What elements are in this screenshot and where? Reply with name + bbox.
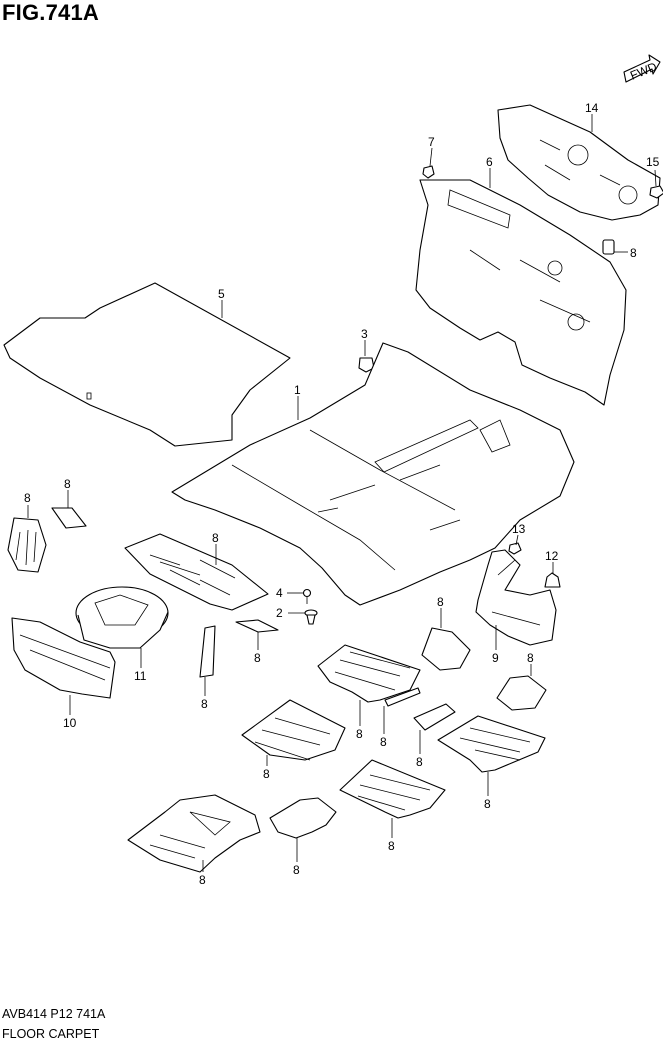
- part-clip-3: [358, 357, 375, 373]
- part-clip-15: [649, 185, 663, 199]
- part-side-insulator: [475, 549, 557, 646]
- part-pad-8-l: [269, 797, 337, 839]
- part-pad-8-k: [127, 794, 261, 873]
- callout-9: 9: [492, 651, 499, 665]
- callout-15: 15: [646, 155, 660, 169]
- callout-4: 4: [276, 586, 283, 600]
- part-spare-tire-insert: [75, 586, 169, 649]
- callout-8-b: 8: [64, 477, 71, 491]
- part-pad-8-e: [421, 627, 471, 671]
- callout-8-d: 8: [201, 697, 208, 711]
- callout-13: 13: [512, 522, 526, 536]
- part-fastener-2: [304, 609, 318, 625]
- part-pad-8-b: [51, 507, 87, 529]
- callout-8-k: 8: [199, 873, 206, 887]
- part-pad-8-dash: [602, 239, 615, 255]
- callout-8-i: 8: [484, 797, 491, 811]
- callout-1: 1: [294, 383, 301, 397]
- callout-14: 14: [585, 101, 599, 115]
- footer-code: AVB414 P12 741A: [2, 1007, 106, 1021]
- part-pad-8-g: [496, 675, 547, 711]
- callout-8-strip: 8: [254, 651, 261, 665]
- part-cap-12: [544, 572, 561, 588]
- part-pad-8-f: [317, 644, 421, 703]
- part-dash-silencer-upper: [497, 104, 661, 221]
- part-floor-carpet: [171, 342, 575, 606]
- callout-8-h: 8: [263, 767, 270, 781]
- footer-name: FLOOR CARPET: [2, 1027, 100, 1041]
- fwd-arrow-badge: FWD: [623, 54, 661, 83]
- callout-12: 12: [545, 549, 559, 563]
- callout-8-l: 8: [293, 863, 300, 877]
- callout-8-c: 8: [212, 531, 219, 545]
- callout-labels: 14 7 6 15 8 5 3 1 8 8 8 13 12 4 2 8 11 9…: [24, 101, 660, 887]
- callout-8-strip-b: 8: [380, 735, 387, 749]
- part-pad-8-d: [199, 625, 216, 678]
- part-side-tray: [11, 617, 116, 699]
- callout-2: 2: [276, 606, 283, 620]
- part-pad-8-i: [437, 715, 546, 773]
- callout-11: 11: [134, 669, 147, 683]
- part-pad-8-a: [7, 517, 47, 573]
- figure-title: FIG.741A: [2, 0, 99, 25]
- part-strip-8-a: [235, 619, 279, 633]
- part-dash-panel-silencer: [415, 179, 627, 406]
- callout-8-e: 8: [437, 595, 444, 609]
- callout-8-a: 8: [24, 491, 31, 505]
- callout-8-j: 8: [388, 839, 395, 853]
- callout-6: 6: [486, 155, 493, 169]
- callout-3: 3: [361, 327, 368, 341]
- part-screw-4: [302, 588, 312, 604]
- part-clip-13: [508, 542, 522, 555]
- part-pad-8-j: [339, 759, 446, 819]
- callout-10: 10: [63, 716, 77, 730]
- part-rear-mat: [3, 282, 291, 447]
- callout-8-f: 8: [356, 727, 363, 741]
- part-strip-8-b: [384, 687, 421, 707]
- leader-lines: [27, 114, 657, 872]
- part-pad-8-c: [124, 533, 269, 611]
- fwd-label: FWD: [628, 59, 659, 82]
- callout-7: 7: [428, 135, 435, 149]
- callout-5: 5: [218, 287, 225, 301]
- part-strip-8-c: [413, 703, 456, 731]
- callout-8-strip-c: 8: [416, 755, 423, 769]
- callout-8-g: 8: [527, 651, 534, 665]
- part-clip-7: [422, 165, 435, 179]
- callout-8-dash: 8: [630, 246, 637, 260]
- part-pad-8-h: [241, 699, 346, 761]
